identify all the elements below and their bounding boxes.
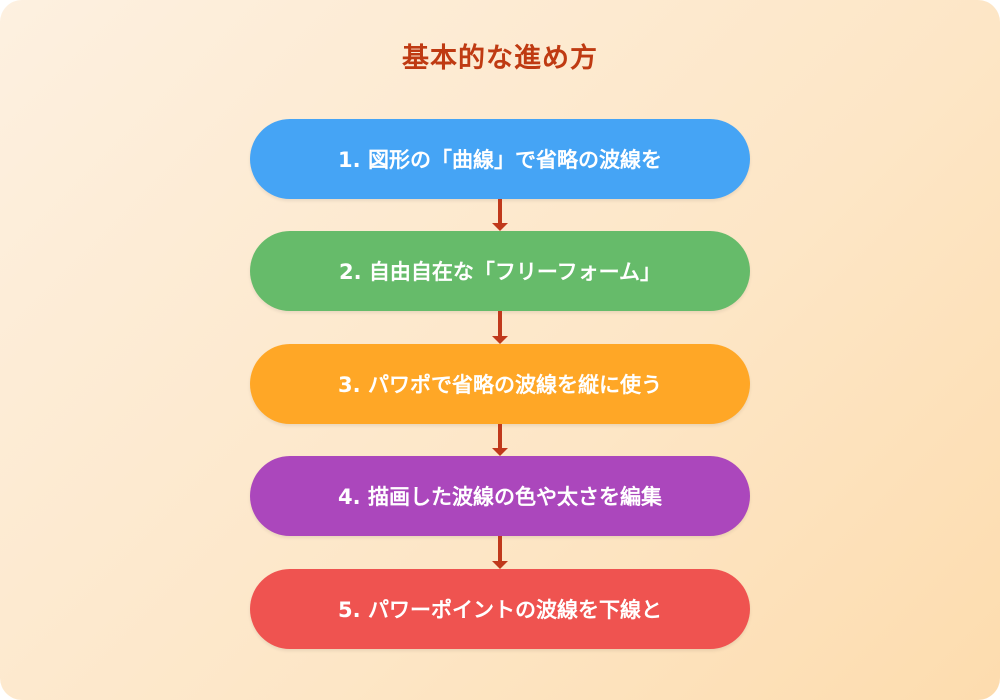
arrow-head-icon bbox=[492, 223, 508, 231]
arrow-4-to-5 bbox=[492, 536, 508, 569]
step-1-label: 1. 図形の「曲線」で省略の波線を bbox=[338, 148, 662, 172]
arrow-head-icon bbox=[492, 561, 508, 569]
step-5: 5. パワーポイントの波線を下線と bbox=[250, 569, 750, 649]
arrow-line bbox=[498, 536, 502, 563]
arrow-line bbox=[498, 311, 502, 338]
arrow-line bbox=[498, 424, 502, 450]
step-2: 2. 自由自在な「フリーフォーム」 bbox=[250, 231, 750, 311]
step-5-label: 5. パワーポイントの波線を下線と bbox=[338, 598, 662, 622]
arrow-2-to-3 bbox=[492, 311, 508, 344]
arrow-1-to-2 bbox=[492, 199, 508, 231]
step-3: 3. パワポで省略の波線を縦に使う bbox=[250, 344, 750, 424]
step-3-label: 3. パワポで省略の波線を縦に使う bbox=[338, 373, 662, 397]
arrow-3-to-4 bbox=[492, 424, 508, 456]
diagram-title: 基本的な進め方 bbox=[402, 43, 598, 74]
arrow-head-icon bbox=[492, 336, 508, 344]
step-4: 4. 描画した波線の色や太さを編集 bbox=[250, 456, 750, 536]
step-2-label: 2. 自由自在な「フリーフォーム」 bbox=[338, 260, 661, 284]
arrow-head-icon bbox=[492, 448, 508, 456]
step-4-label: 4. 描画した波線の色や太さを編集 bbox=[338, 485, 662, 509]
step-1: 1. 図形の「曲線」で省略の波線を bbox=[250, 119, 750, 199]
arrow-line bbox=[498, 199, 502, 225]
